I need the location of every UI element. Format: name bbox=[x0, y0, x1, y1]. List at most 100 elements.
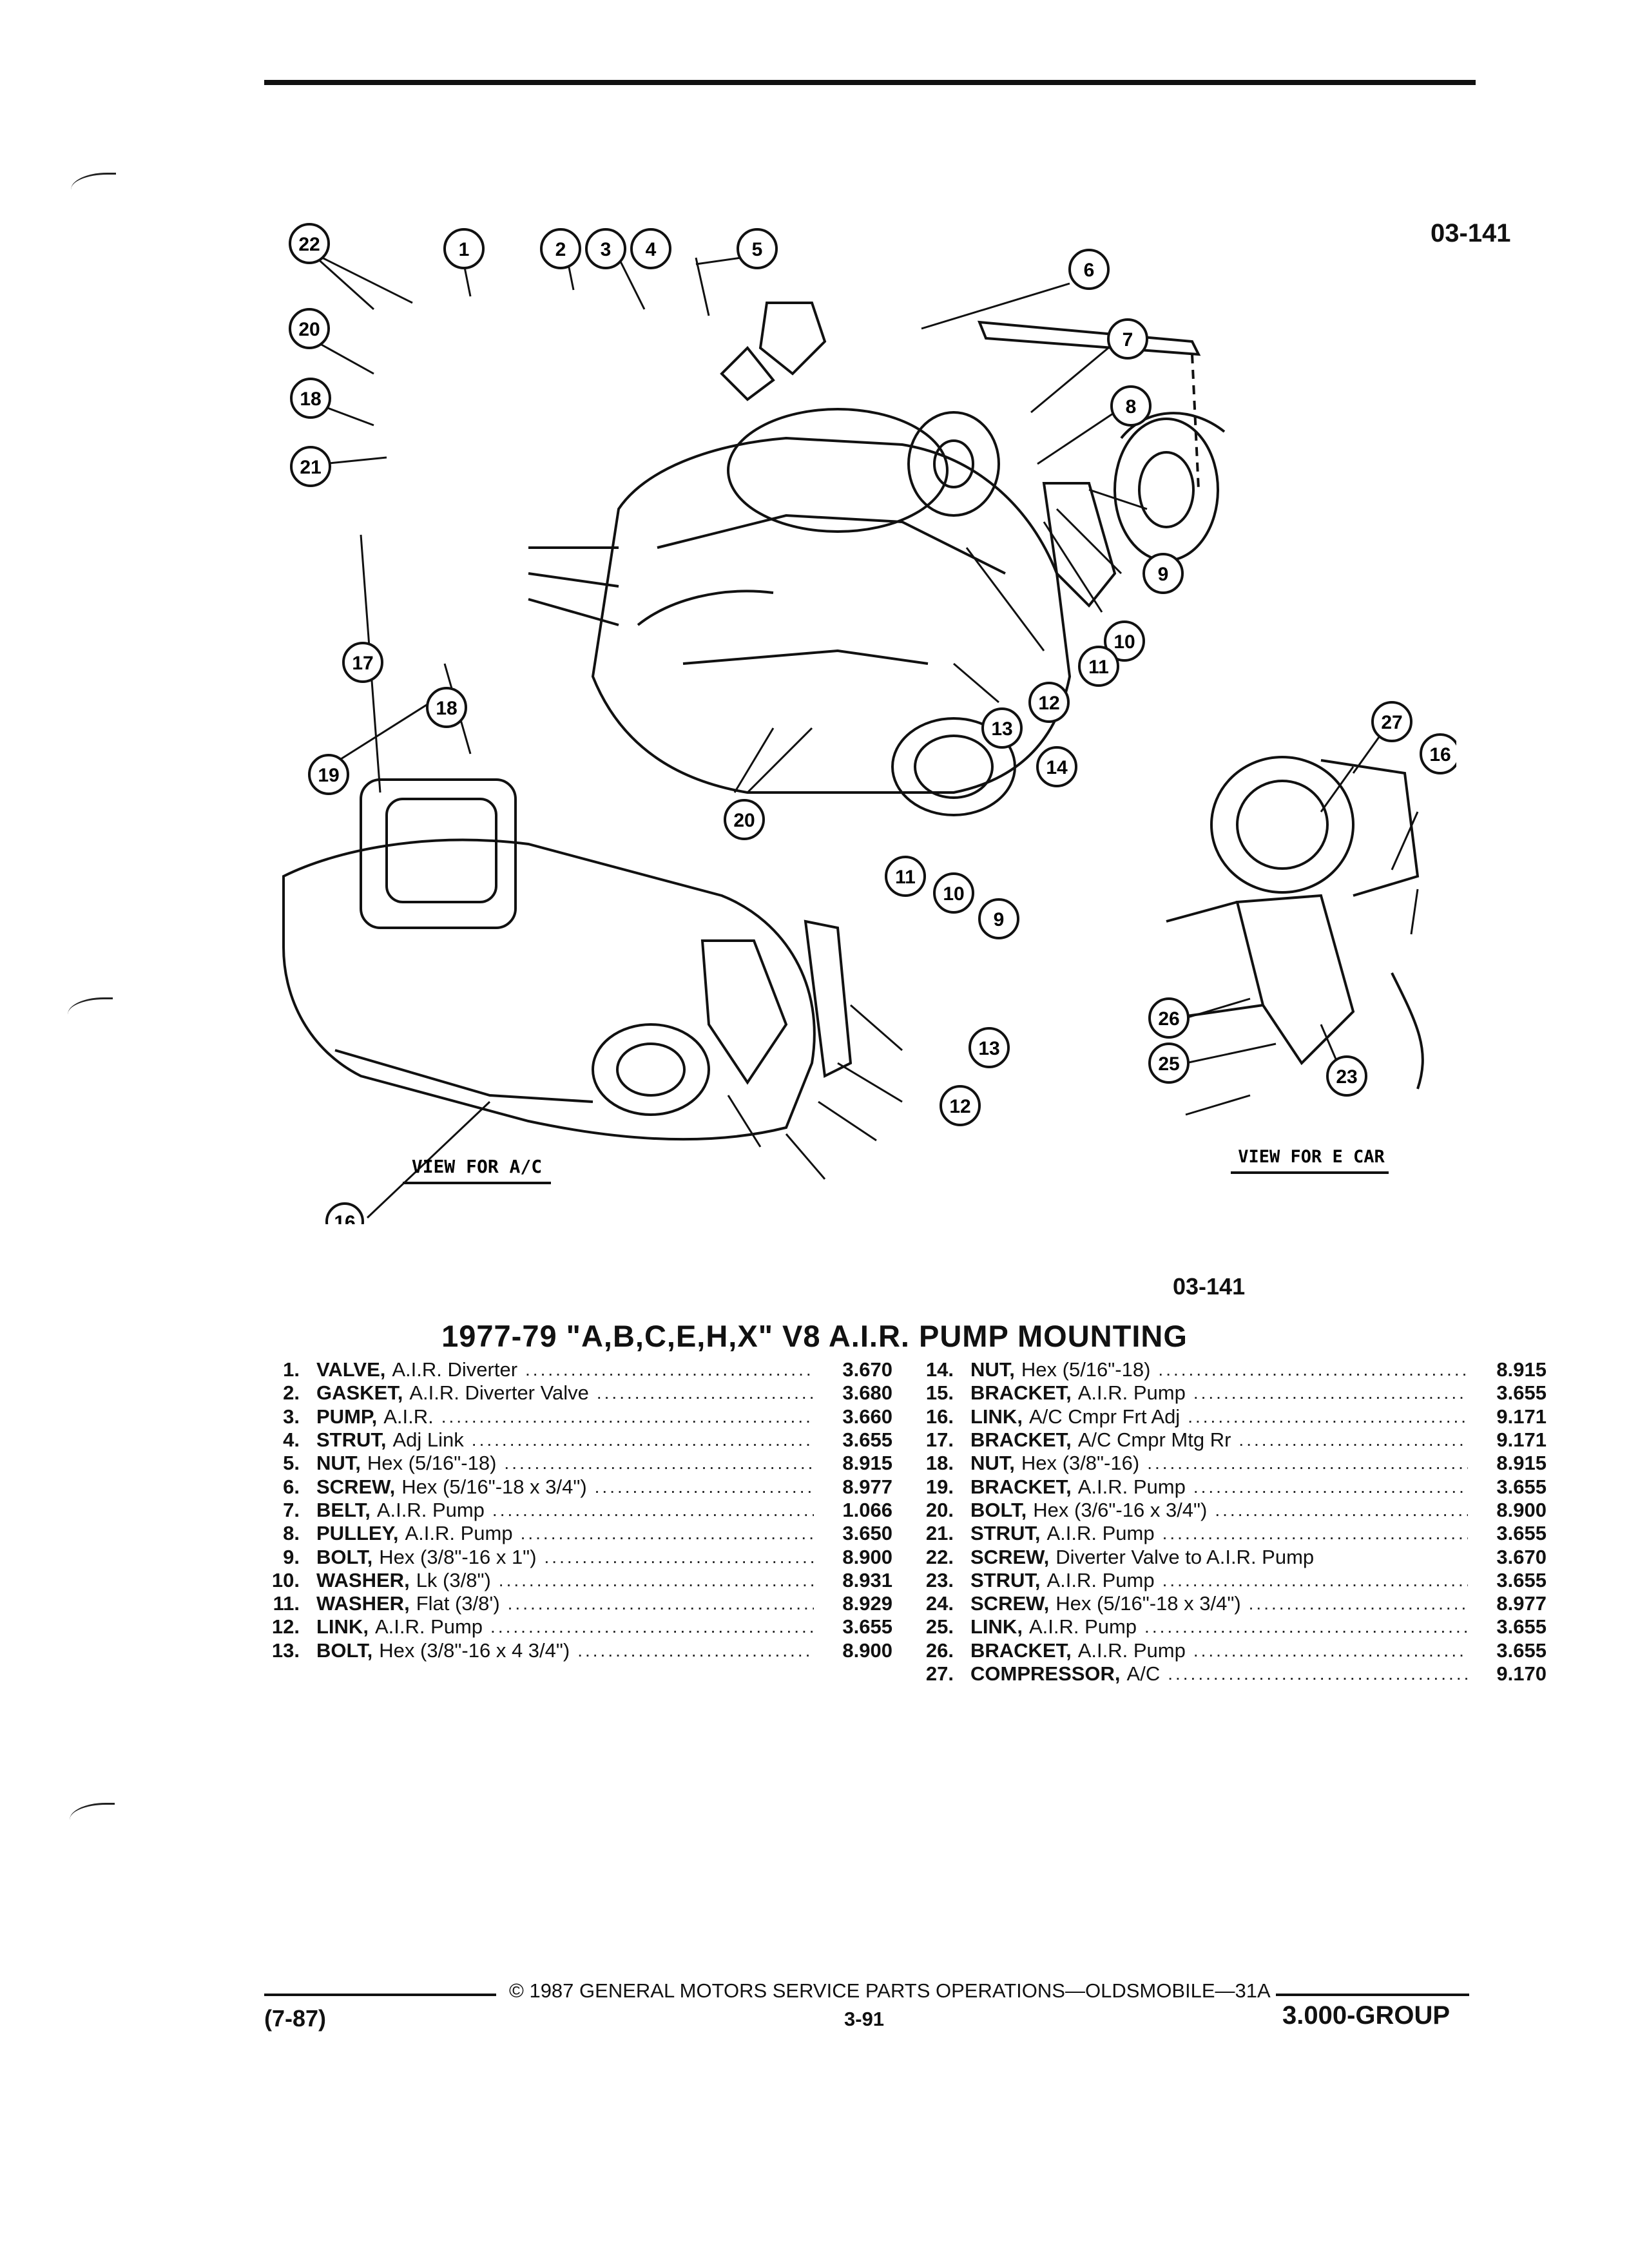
svg-text:2: 2 bbox=[555, 239, 566, 260]
part-name: NUT, bbox=[316, 1452, 361, 1475]
part-number: 7. bbox=[283, 1498, 300, 1521]
leader-lines bbox=[308, 250, 1419, 1219]
part-row: 15.BRACKET,A.I.R. Pump..................… bbox=[902, 1381, 1547, 1405]
part-group-code: 9.171 bbox=[1496, 1428, 1547, 1452]
callout-18b: 18 bbox=[426, 687, 467, 728]
part-number: 21. bbox=[925, 1522, 954, 1545]
part-group-code: 9.170 bbox=[1496, 1662, 1547, 1685]
callout-10b: 10 bbox=[933, 872, 974, 914]
part-name: VALVE, bbox=[316, 1358, 386, 1381]
svg-text:5: 5 bbox=[752, 239, 763, 260]
part-row: 24.SCREW,Hex (5/16"-18 x 3/4")..........… bbox=[902, 1592, 1547, 1615]
part-name: WASHER, bbox=[316, 1568, 410, 1591]
part-description: A.I.R. Diverter Valve bbox=[409, 1381, 589, 1405]
callout-16: 16 bbox=[325, 1202, 364, 1224]
svg-text:18: 18 bbox=[436, 698, 457, 719]
callout-9: 9 bbox=[1142, 553, 1184, 594]
svg-text:12: 12 bbox=[949, 1096, 970, 1117]
part-group-code: 8.915 bbox=[1496, 1452, 1547, 1475]
svg-text:14: 14 bbox=[1046, 757, 1068, 778]
callout-19: 19 bbox=[308, 754, 349, 795]
leader-dots: ........................................… bbox=[1162, 1523, 1468, 1544]
engine-ecar-view bbox=[1166, 756, 1424, 1090]
part-description: Lk (3/8") bbox=[416, 1568, 491, 1591]
part-description: A.I.R. Pump bbox=[1028, 1615, 1137, 1639]
part-number: 9. bbox=[283, 1545, 300, 1568]
view-label-ecar: VIEW FOR E CAR bbox=[1231, 1147, 1389, 1174]
callout-9b: 9 bbox=[978, 898, 1019, 939]
part-number: 23. bbox=[925, 1568, 954, 1591]
part-description: A.I.R. Pump bbox=[1077, 1381, 1186, 1405]
part-description: A.I.R. bbox=[383, 1405, 434, 1428]
part-number: 20. bbox=[925, 1498, 954, 1521]
part-group-code: 3.680 bbox=[842, 1381, 892, 1405]
part-description: Hex (3/8"-16) bbox=[1021, 1452, 1140, 1475]
part-description: Hex (5/16"-18 x 3/4") bbox=[1055, 1592, 1241, 1615]
part-number: 10. bbox=[271, 1568, 300, 1591]
part-number: 16. bbox=[925, 1405, 954, 1428]
part-description: A/C Cmpr Mtg Rr bbox=[1077, 1428, 1231, 1452]
part-description: Flat (3/8') bbox=[416, 1592, 500, 1615]
engine-ac-view bbox=[282, 778, 853, 1141]
part-name: SCREW, bbox=[970, 1592, 1050, 1615]
callout-16b: 16 bbox=[1420, 733, 1456, 774]
part-group-code: 3.655 bbox=[1496, 1639, 1547, 1662]
footer-rule bbox=[1276, 1994, 1469, 1996]
svg-text:7: 7 bbox=[1123, 329, 1133, 351]
part-group-code: 8.931 bbox=[842, 1568, 892, 1591]
scan-mark bbox=[70, 1803, 115, 1824]
part-group-code: 9.171 bbox=[1496, 1405, 1547, 1428]
callout-8: 8 bbox=[1110, 385, 1152, 427]
part-description: A.I.R. Pump bbox=[376, 1498, 485, 1521]
view-for-e-car-label: VIEW FOR E CAR bbox=[1238, 1147, 1385, 1167]
part-row: 10.WASHER,Lk (3/8").....................… bbox=[248, 1569, 892, 1592]
svg-text:9: 9 bbox=[1158, 564, 1169, 585]
part-description: A.I.R. Pump bbox=[1077, 1639, 1186, 1662]
part-number: 5. bbox=[283, 1452, 300, 1475]
leader-dots: ........................................… bbox=[596, 1383, 814, 1403]
footer-copyright: © 1987 GENERAL MOTORS SERVICE PARTS OPER… bbox=[509, 1979, 1271, 2002]
part-description: Hex (5/16"-18) bbox=[1021, 1358, 1151, 1381]
leader-dots: ........................................… bbox=[1162, 1570, 1468, 1590]
part-description: A.I.R. Pump bbox=[1046, 1568, 1155, 1591]
callout-4: 4 bbox=[630, 228, 671, 269]
part-number: 25. bbox=[925, 1615, 954, 1639]
callout-1: 1 bbox=[443, 228, 485, 269]
leader-dots: ........................................… bbox=[1193, 1383, 1468, 1403]
svg-text:11: 11 bbox=[895, 867, 916, 888]
part-number: 18. bbox=[925, 1452, 954, 1475]
part-name: BOLT, bbox=[316, 1639, 373, 1662]
part-group-code: 3.670 bbox=[842, 1358, 892, 1381]
part-description: A/C bbox=[1126, 1662, 1161, 1685]
part-row: 2.GASKET,A.I.R. Diverter Valve..........… bbox=[248, 1381, 892, 1405]
leader-dots: ........................................… bbox=[471, 1430, 814, 1450]
part-row: 13.BOLT,Hex (3/8"-16 x 4 3/4")..........… bbox=[248, 1639, 892, 1662]
part-name: NUT, bbox=[970, 1358, 1015, 1381]
svg-text:11: 11 bbox=[1088, 657, 1109, 678]
leader-dots: ........................................… bbox=[1147, 1453, 1468, 1474]
part-row: 23.STRUT,A.I.R. Pump....................… bbox=[902, 1569, 1547, 1592]
callout-20b: 20 bbox=[724, 799, 765, 840]
part-description: A.I.R. Pump bbox=[405, 1522, 513, 1545]
part-description: A.I.R. Diverter bbox=[392, 1358, 518, 1381]
part-number: 26. bbox=[925, 1639, 954, 1662]
callout-22: 22 bbox=[289, 223, 330, 264]
part-row: 1.VALVE,A.I.R. Diverter.................… bbox=[248, 1358, 892, 1381]
part-group-code: 8.915 bbox=[842, 1452, 892, 1475]
svg-text:22: 22 bbox=[298, 234, 320, 255]
part-row: 5.NUT,Hex (5/16"-18)....................… bbox=[248, 1452, 892, 1475]
part-group-code: 3.660 bbox=[842, 1405, 892, 1428]
callout-7: 7 bbox=[1107, 318, 1148, 360]
leader-dots: ........................................… bbox=[525, 1360, 814, 1380]
svg-text:8: 8 bbox=[1126, 396, 1137, 418]
callout-10: 10 bbox=[1104, 620, 1145, 662]
callout-12: 12 bbox=[1028, 682, 1070, 723]
figure-code: 03-141 bbox=[1431, 219, 1511, 247]
callout-3: 3 bbox=[585, 228, 626, 269]
svg-text:19: 19 bbox=[318, 765, 339, 786]
part-name: BELT, bbox=[316, 1498, 371, 1521]
part-row: 20.BOLT,Hex (3/6"-16 x 3/4")............… bbox=[902, 1499, 1547, 1522]
part-group-code: 8.900 bbox=[842, 1545, 892, 1568]
part-description: Hex (3/6"-16 x 3/4") bbox=[1033, 1498, 1208, 1521]
